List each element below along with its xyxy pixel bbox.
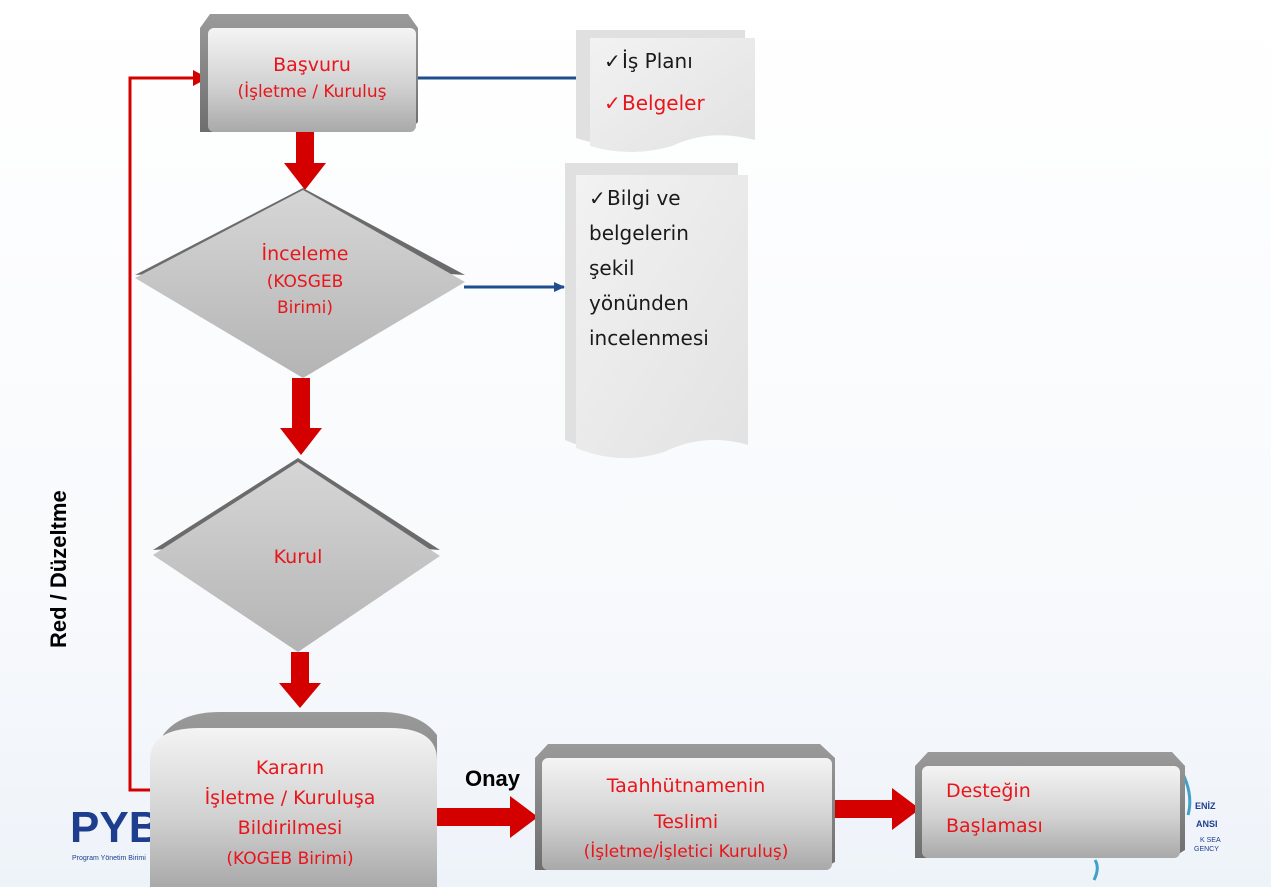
agency-logo-line1: ENİZ bbox=[1195, 801, 1216, 811]
note-documents-check1: ✓ bbox=[604, 49, 621, 73]
agency-logo-line2: ANSI bbox=[1196, 819, 1218, 829]
pyb-logo: PYB Program Yönetim Birimi bbox=[70, 803, 160, 862]
note-review-line1: Bilgi ve bbox=[607, 186, 681, 210]
note-documents: ✓ İş Planı ✓ Belgeler bbox=[576, 30, 755, 152]
note-review-check: ✓ bbox=[589, 186, 606, 210]
node-inceleme-sub2: Birimi) bbox=[277, 298, 333, 318]
note-review-line4: yönünden bbox=[589, 291, 689, 315]
note-documents-item2: Belgeler bbox=[622, 91, 705, 115]
pyb-logo-text: PYB bbox=[70, 803, 160, 852]
note-review: ✓ Bilgi ve belgelerin şekil yönünden inc… bbox=[565, 163, 748, 459]
node-basvuru-title: Başvuru bbox=[273, 54, 351, 76]
node-karar: Kararın İşletme / Kuruluşa Bildirilmesi … bbox=[150, 712, 437, 887]
pyb-logo-subtitle: Program Yönetim Birimi bbox=[72, 855, 146, 862]
flow-arrow-3 bbox=[279, 652, 321, 708]
agency-logo-line3: K SEA bbox=[1200, 837, 1221, 844]
node-taahhut: Taahhütnamenin Teslimi (İşletme/İşletici… bbox=[535, 744, 835, 870]
label-red-duzeltme: Red / Düzeltme bbox=[46, 490, 71, 648]
note-documents-item1: İş Planı bbox=[622, 49, 693, 73]
node-taahhut-line1: Taahhütnamenin bbox=[606, 775, 766, 797]
note-review-line2: belgelerin bbox=[589, 221, 689, 245]
flow-arrow-onay bbox=[435, 796, 538, 838]
node-taahhut-line2: Teslimi bbox=[653, 811, 718, 833]
flow-arrow-4 bbox=[835, 788, 920, 830]
node-basvuru-subtitle: (İşletme / Kuruluş bbox=[237, 81, 386, 102]
node-basvuru: Başvuru (İşletme / Kuruluş bbox=[200, 14, 418, 132]
node-kurul-title: Kurul bbox=[274, 546, 323, 568]
label-onay: Onay bbox=[465, 766, 521, 791]
node-kurul: Kurul bbox=[153, 458, 440, 652]
return-loop-connector bbox=[128, 70, 208, 792]
node-inceleme-title: İnceleme bbox=[262, 242, 349, 265]
node-destek: Desteğin Başlaması bbox=[915, 752, 1185, 858]
note-documents-check2: ✓ bbox=[604, 91, 621, 115]
note-review-line5: incelenmesi bbox=[589, 326, 709, 350]
node-karar-line3: Bildirilmesi bbox=[238, 817, 343, 839]
node-karar-line4: (KOGEB Birimi) bbox=[226, 849, 353, 869]
node-taahhut-line3: (İşletme/İşletici Kuruluş) bbox=[584, 841, 789, 862]
note-review-line3: şekil bbox=[589, 256, 634, 280]
node-inceleme-sub1: (KOSGEB bbox=[267, 272, 344, 292]
flow-arrow-2 bbox=[280, 378, 322, 455]
node-inceleme: İnceleme (KOSGEB Birimi) bbox=[135, 188, 465, 378]
node-destek-line2: Başlaması bbox=[946, 815, 1043, 837]
flow-arrow-1 bbox=[284, 132, 326, 190]
node-destek-line1: Desteğin bbox=[946, 780, 1031, 802]
agency-logo-line4: GENCY bbox=[1194, 846, 1219, 853]
node-karar-line1: Kararın bbox=[256, 757, 324, 779]
node-karar-line2: İşletme / Kuruluşa bbox=[205, 786, 376, 809]
